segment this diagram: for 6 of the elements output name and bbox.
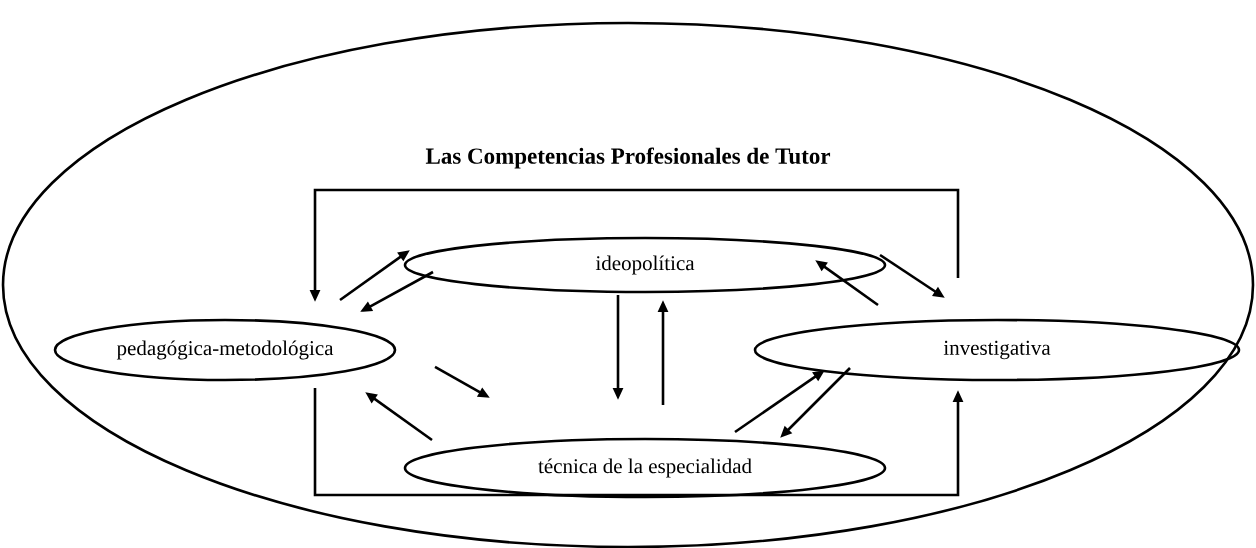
ellipse-node: investigativa	[753, 318, 1241, 382]
outer-ellipse	[1, 21, 1255, 548]
ellipse-node: pedagógica-metodológica	[53, 318, 397, 382]
title: Las Competencias Profesionales de Tutor	[425, 147, 831, 169]
ellipse-node: técnica de la especialidad	[403, 437, 887, 499]
ellipse-node: ideopolítica	[403, 236, 887, 294]
